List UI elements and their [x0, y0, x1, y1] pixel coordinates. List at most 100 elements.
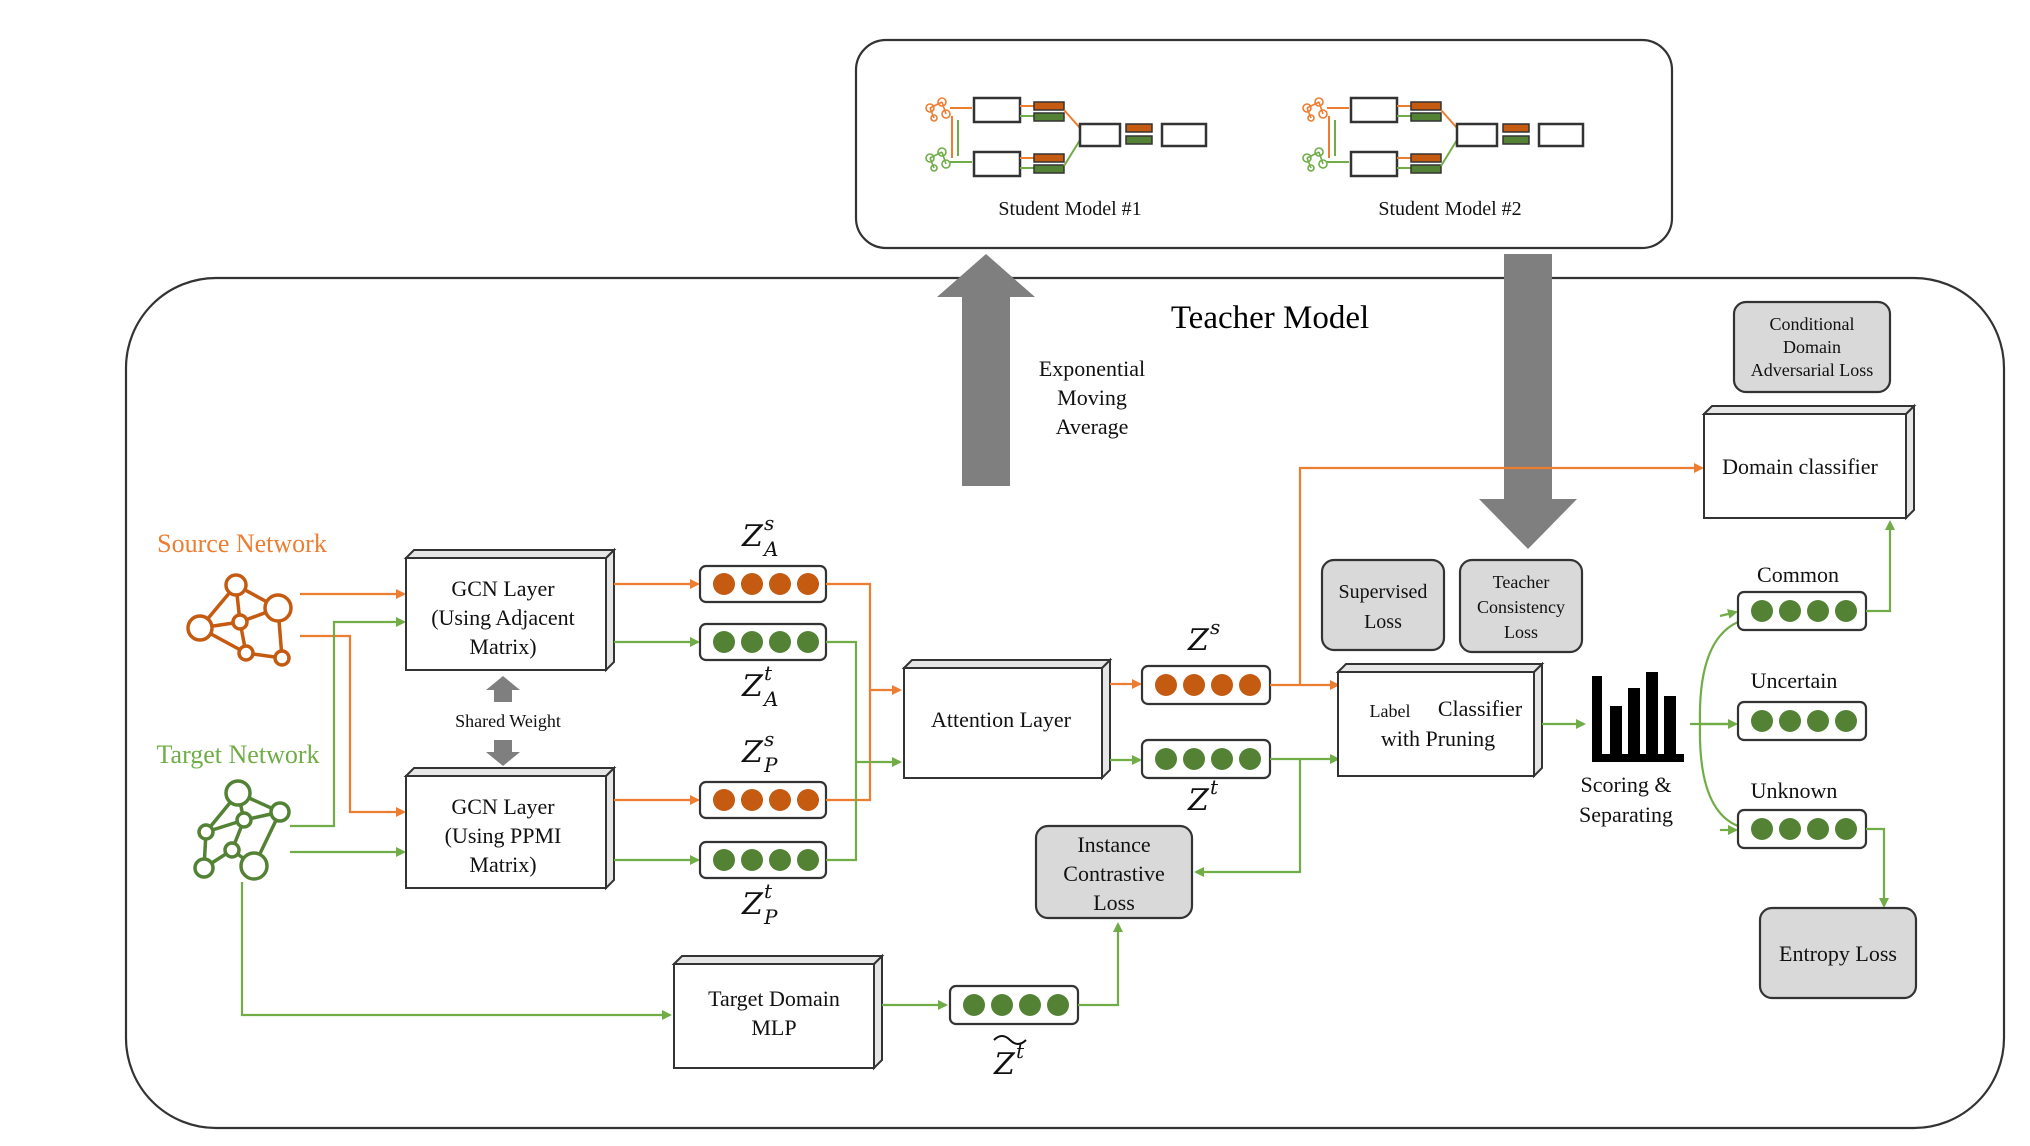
domain-classifier: Domain classifier [1701, 403, 1917, 521]
svg-text:Z: Z [741, 887, 764, 922]
shared-weight-label: Shared Weight [455, 711, 561, 731]
svg-text:s: s [764, 511, 774, 535]
entropy-loss-box: Entropy Loss [1758, 906, 1918, 1000]
svg-text:Loss: Loss [1364, 611, 1402, 633]
svg-text:t: t [1210, 775, 1219, 799]
target-network-icon [193, 779, 291, 881]
svg-text:Classifier: Classifier [1438, 696, 1523, 721]
svg-text:P: P [763, 905, 778, 929]
ema-label-line1: Exponential [1039, 356, 1145, 381]
label-z-p-t: Z t P [741, 879, 778, 929]
embedding-z-t [1140, 738, 1272, 780]
svg-text:Entropy Loss: Entropy Loss [1779, 941, 1897, 966]
domain-classifier-label: Domain classifier [1722, 454, 1878, 479]
student-model-2-thumbnail [1302, 96, 1585, 178]
source-network-label: Source Network [157, 529, 327, 558]
svg-text:Z: Z [741, 669, 764, 704]
gcn-ppmi-line2: (Using PPMI [445, 823, 562, 848]
student-panel [854, 38, 1674, 250]
embedding-common [1736, 590, 1868, 632]
svg-text:Adversarial Loss: Adversarial Loss [1751, 360, 1873, 380]
svg-text:Conditional: Conditional [1770, 314, 1855, 334]
mini-target-network-icon [925, 147, 951, 172]
svg-text:P: P [763, 753, 778, 777]
svg-text:Loss: Loss [1504, 622, 1538, 642]
target-domain-mlp: Target Domain MLP [671, 953, 885, 1071]
svg-text:s: s [764, 727, 774, 751]
label-z-a-t: Z t A [741, 661, 778, 711]
supervised-loss-box: Supervised Loss [1320, 558, 1446, 652]
teacher-panel [124, 276, 2006, 1130]
scoring-label-line1: Scoring & [1580, 772, 1671, 797]
svg-text:Supervised: Supervised [1339, 581, 1428, 603]
student-model-2-label: Student Model #2 [1378, 198, 1521, 220]
svg-text:Instance: Instance [1077, 832, 1150, 857]
svg-text:t: t [1016, 1039, 1025, 1063]
shared-weight-down-arrow [486, 740, 520, 766]
attention-layer: Attention Layer [901, 657, 1113, 781]
gcn-ppmi-line3: Matrix) [469, 852, 536, 877]
svg-text:t: t [764, 661, 773, 685]
embedding-uncertain [1736, 700, 1868, 742]
ema-up-arrow [937, 254, 1035, 486]
scoring-bar-chart-icon [1592, 672, 1684, 762]
gcn-adj-line3: Matrix) [469, 634, 536, 659]
svg-text:Z: Z [1187, 623, 1210, 658]
label-z-p-s: Z s P [741, 727, 778, 777]
svg-text:Z: Z [741, 519, 764, 554]
group-common-label: Common [1757, 562, 1839, 587]
ema-label-line3: Average [1056, 414, 1129, 439]
label-z-tilde: Z t [993, 1035, 1027, 1082]
svg-text:Z: Z [993, 1047, 1016, 1082]
svg-text:Target Domain: Target Domain [708, 986, 840, 1011]
svg-text:MLP: MLP [751, 1015, 796, 1040]
conditional-domain-adversarial-loss-box: Conditional Domain Adversarial Loss [1732, 300, 1892, 394]
scoring-label-line2: Separating [1579, 802, 1673, 827]
gcn-adj-line2: (Using Adjacent [431, 605, 575, 630]
gcn-ppmi-line1: GCN Layer [451, 794, 555, 819]
student-model-1-label: Student Model #1 [998, 198, 1141, 220]
svg-text:Domain: Domain [1783, 337, 1841, 357]
student-model-1-thumbnail [925, 96, 1208, 178]
svg-text:A: A [762, 537, 778, 561]
gcn-layer-ppmi: GCN Layer (Using PPMI Matrix) [403, 765, 617, 891]
svg-text:Label: Label [1370, 701, 1411, 721]
svg-text:Loss: Loss [1093, 890, 1135, 915]
mini-source-network-icon [1302, 97, 1328, 122]
teacher-consistency-loss-box: Teacher Consistency Loss [1458, 558, 1584, 654]
group-uncertain-label: Uncertain [1751, 668, 1838, 693]
teacher-model-title: Teacher Model [1171, 300, 1369, 336]
embedding-z-s [1140, 664, 1272, 706]
instance-contrastive-loss-box: Instance Contrastive Loss [1034, 824, 1194, 920]
svg-text:Consistency: Consistency [1477, 597, 1565, 617]
svg-text:A: A [762, 687, 778, 711]
svg-text:Z: Z [1187, 783, 1210, 818]
gcn-adj-line1: GCN Layer [451, 576, 555, 601]
svg-text:t: t [764, 879, 773, 903]
svg-text:Contrastive: Contrastive [1063, 861, 1164, 886]
label-z-t: Z t [1187, 775, 1219, 818]
target-network-label: Target Network [156, 740, 319, 769]
embedding-z-p-t [698, 840, 828, 880]
svg-text:Teacher: Teacher [1493, 572, 1550, 592]
shared-weight-up-arrow [486, 676, 520, 702]
label-classifier: Label Classifier with Pruning [1335, 661, 1545, 779]
svg-text:with Pruning: with Pruning [1381, 726, 1495, 751]
embedding-z-p-s [698, 780, 828, 820]
source-network-icon [186, 573, 293, 667]
group-unknown-label: Unknown [1751, 778, 1838, 803]
embedding-z-tilde [948, 984, 1080, 1026]
embedding-z-a-t [698, 622, 828, 662]
teacher-consistency-down-arrow [1479, 254, 1577, 549]
ema-label-line2: Moving [1057, 385, 1127, 410]
embedding-z-a-s [698, 564, 828, 604]
embedding-unknown [1736, 808, 1868, 850]
mini-source-network-icon [925, 97, 951, 122]
svg-text:s: s [1210, 615, 1220, 639]
gcn-layer-adjacent: GCN Layer (Using Adjacent Matrix) [403, 547, 617, 673]
attention-layer-label: Attention Layer [931, 707, 1072, 732]
mini-target-network-icon [1302, 147, 1328, 172]
svg-text:Z: Z [741, 735, 764, 770]
label-z-s: Z s [1187, 615, 1220, 658]
